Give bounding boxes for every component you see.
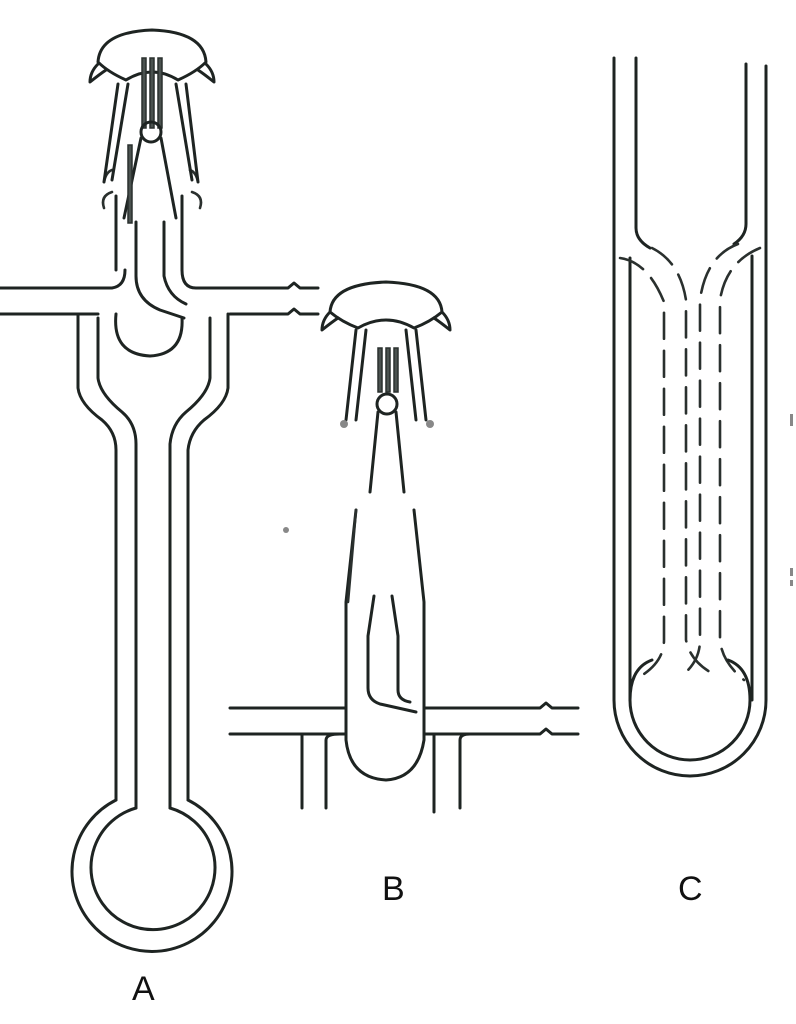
apparatus-a-neck xyxy=(114,194,188,320)
apparatus-a-cup xyxy=(114,312,184,358)
apparatus-a-bulb xyxy=(70,798,234,953)
label-a: A xyxy=(132,970,155,1008)
apparatus-a-head xyxy=(88,28,216,224)
apparatus-a-jacket xyxy=(76,312,230,810)
apparatus-b-side-tube xyxy=(228,701,580,814)
apparatus-c-inner-tube xyxy=(618,242,762,682)
apparatus-a: A xyxy=(0,28,320,1008)
label-b: B xyxy=(382,870,405,908)
apparatus-c-bulb xyxy=(628,254,754,762)
apparatus-a-side-tube xyxy=(0,268,320,316)
apparatus-c: C xyxy=(612,56,768,908)
apparatus-b-body xyxy=(344,508,426,782)
apparatus-c-outer-tube xyxy=(612,56,768,778)
apparatus-b: B xyxy=(228,280,580,908)
apparatus-b-head xyxy=(320,280,452,494)
label-c: C xyxy=(678,870,703,908)
